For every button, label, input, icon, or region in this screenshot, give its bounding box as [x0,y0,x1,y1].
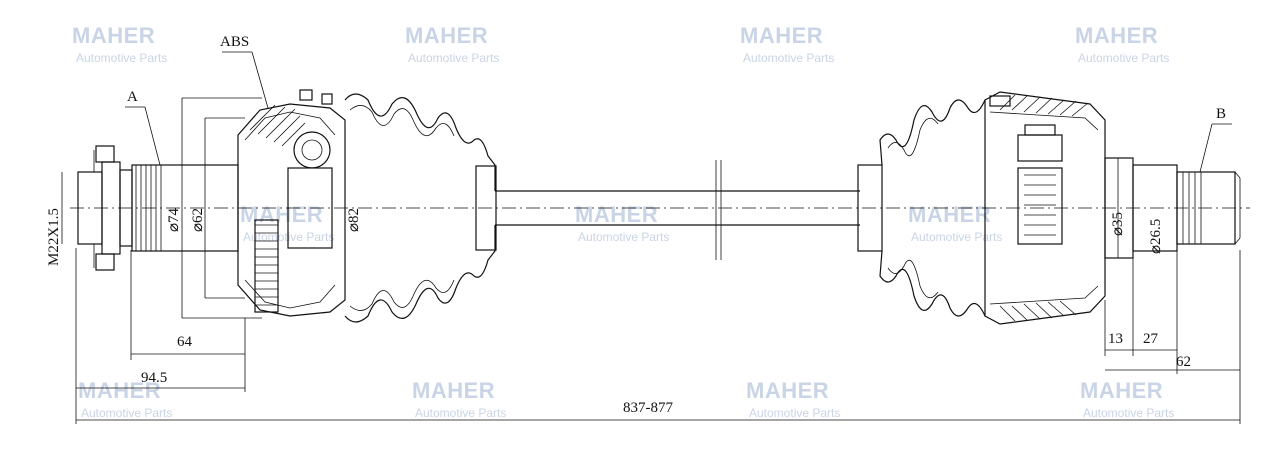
watermark-subtitle: Automotive Parts [578,230,669,244]
watermark-bottom-1: MAHER Automotive Parts [78,378,172,420]
label-a: A [125,89,161,166]
watermark-brand: MAHER [746,378,829,403]
diameter-62: ⌀62 [190,208,206,232]
watermark-brand: MAHER [78,378,161,403]
a-label: A [127,89,138,105]
watermark-subtitle: Automotive Parts [749,406,840,420]
diameter-35: ⌀35 [1110,212,1126,236]
watermark-top-2: MAHER Automotive Parts [405,23,499,65]
watermark-subtitle: Automotive Parts [415,406,506,420]
watermark-subtitle: Automotive Parts [911,230,1002,244]
right-tripod-joint [984,91,1241,325]
label-abs: ABS [220,34,269,109]
watermark-brand: MAHER [908,202,991,227]
watermark-brand: MAHER [575,202,658,227]
watermark-bottom-4: MAHER Automotive Parts [1080,378,1174,420]
watermark-subtitle: Automotive Parts [1078,51,1169,65]
watermark-subtitle: Automotive Parts [243,230,334,244]
watermark-bottom-2: MAHER Automotive Parts [412,378,506,420]
watermark-subtitle: Automotive Parts [76,51,167,65]
left-boot [344,93,497,323]
watermark-brand: MAHER [1075,23,1158,48]
dim-lines-lengths [75,248,1241,424]
length-total: 837-877 [623,400,673,416]
right-boot [857,99,986,317]
left-cv-joint [237,89,346,317]
watermark-brand: MAHER [740,23,823,48]
b-label: B [1216,106,1226,122]
length-94-5: 94.5 [141,370,167,386]
watermark-mid-1: MAHER Automotive Parts [240,202,334,244]
diameter-74: ⌀74 [166,207,182,232]
watermark-top-1: MAHER Automotive Parts [72,23,167,65]
watermark-mid-2: MAHER Automotive Parts [575,202,669,244]
diameter-26-5: ⌀26.5 [1148,219,1164,254]
abs-label: ABS [220,34,249,50]
watermark-brand: MAHER [412,378,495,403]
watermark-subtitle: Automotive Parts [81,406,172,420]
length-27: 27 [1143,331,1159,347]
watermark-bottom-3: MAHER Automotive Parts [746,378,840,420]
watermark-brand: MAHER [405,23,488,48]
watermark-subtitle: Automotive Parts [743,51,834,65]
label-b: B [1199,106,1232,173]
main-shaft [495,160,860,260]
dim-lines-diameters [61,97,1119,319]
watermark-brand: MAHER [72,23,155,48]
watermark-subtitle: Automotive Parts [1083,406,1174,420]
watermark-brand: MAHER [1080,378,1163,403]
length-13: 13 [1108,331,1123,347]
watermark-mid-3: MAHER Automotive Parts [908,202,1002,244]
watermark-brand: MAHER [240,202,323,227]
watermark-subtitle: Automotive Parts [408,51,499,65]
length-62: 62 [1176,354,1191,370]
watermark-top-3: MAHER Automotive Parts [740,23,834,65]
length-64: 64 [177,334,193,350]
diameter-82: ⌀82 [346,208,362,232]
watermark-top-4: MAHER Automotive Parts [1075,23,1169,65]
thread-spec: M22X1.5 [46,208,62,266]
